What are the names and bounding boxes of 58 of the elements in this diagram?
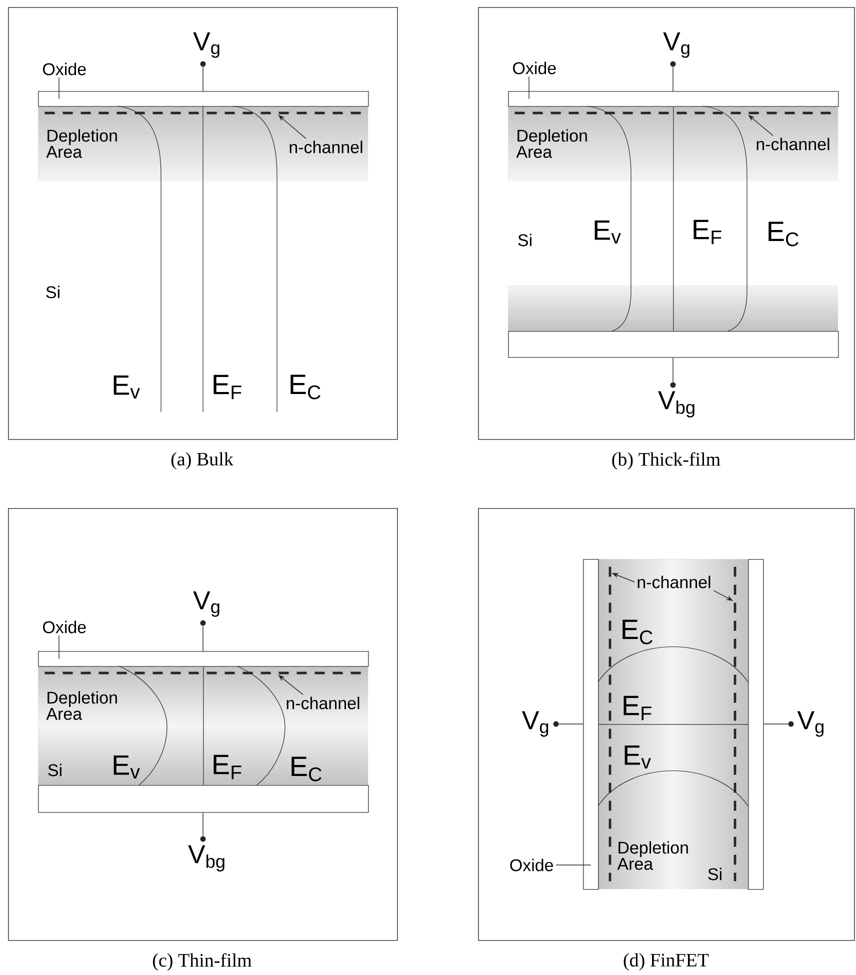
energy-level-label: E$_{F}$ [694,220,722,244]
text-label: Oxide [510,858,554,872]
channel-dashed-line [734,566,736,882]
node-label: (b) Thick-film [612,452,720,470]
oxide-layer [508,331,839,358]
text-label: Oxide [43,620,86,634]
energy-level-label: E$_{F}$ [624,696,652,720]
material-label: Si [518,234,532,246]
energy-level-label: E$_{F}$ [214,754,242,780]
terminal-label: V$_{bg}$ [188,845,224,872]
fermi-level-line [598,724,748,725]
channel-dashed-line [44,112,362,114]
oxide-layer [748,559,764,890]
node-label: (d) FinFET [624,953,709,970]
leader-line [58,77,60,100]
terminal-wire [672,357,674,382]
energy-level-label: E$_{F}$ [214,374,242,400]
fermi-level-line [673,106,674,332]
energy-level-label: E$_{C}$ [768,222,798,246]
energy-level-label: E$_{C}$ [292,756,322,782]
energy-level-label: E$_{C}$ [290,374,320,400]
energy-level-label: E$_{v}$ [594,220,621,244]
text-label: n-channel [286,696,360,710]
text-label: n-channel [638,576,710,588]
material-label: Si [46,286,60,298]
node-label: (a) Bulk [171,452,234,470]
leader-line [556,864,592,866]
channel-dashed-line [44,672,362,674]
fermi-level-line [203,666,204,786]
terminal-wire [202,626,204,652]
terminal-wire [672,66,674,92]
terminal-label: V$_{g}$ [193,32,220,58]
terminal-label: V$_{g}$ [193,591,220,617]
channel-dashed-line [514,112,832,114]
terminal-wire [202,812,204,836]
material-label: Si [708,868,722,880]
terminal-label: V$_{bg}$ [658,391,694,418]
energy-level-label: E$_{v}$ [624,746,651,768]
terminal-wire [202,66,204,92]
energy-level-label: E$_{v}$ [114,756,140,778]
node-label: (c) Thin-film [152,953,252,971]
text-label: n-channel [290,140,362,154]
text-label: Oxide [513,62,556,74]
oxide-layer [38,651,369,667]
terminal-label: V$_{g}$ [663,32,690,58]
oxide-layer [508,91,839,107]
terminal-label: V$_{g}$ [522,711,548,737]
text-label: n-channel [756,138,830,150]
energy-level-label: E$_{C}$ [622,620,652,644]
oxide-layer [38,91,369,107]
leader-line [58,635,60,660]
channel-dashed-line [608,566,612,882]
energy-level-label: E$_{v}$ [114,376,140,398]
leader-line [528,76,530,100]
oxide-layer [38,785,369,813]
text-label: Oxide [43,62,86,76]
terminal-label: V$_{g}$ [797,711,824,737]
oxide-layer [583,559,599,890]
